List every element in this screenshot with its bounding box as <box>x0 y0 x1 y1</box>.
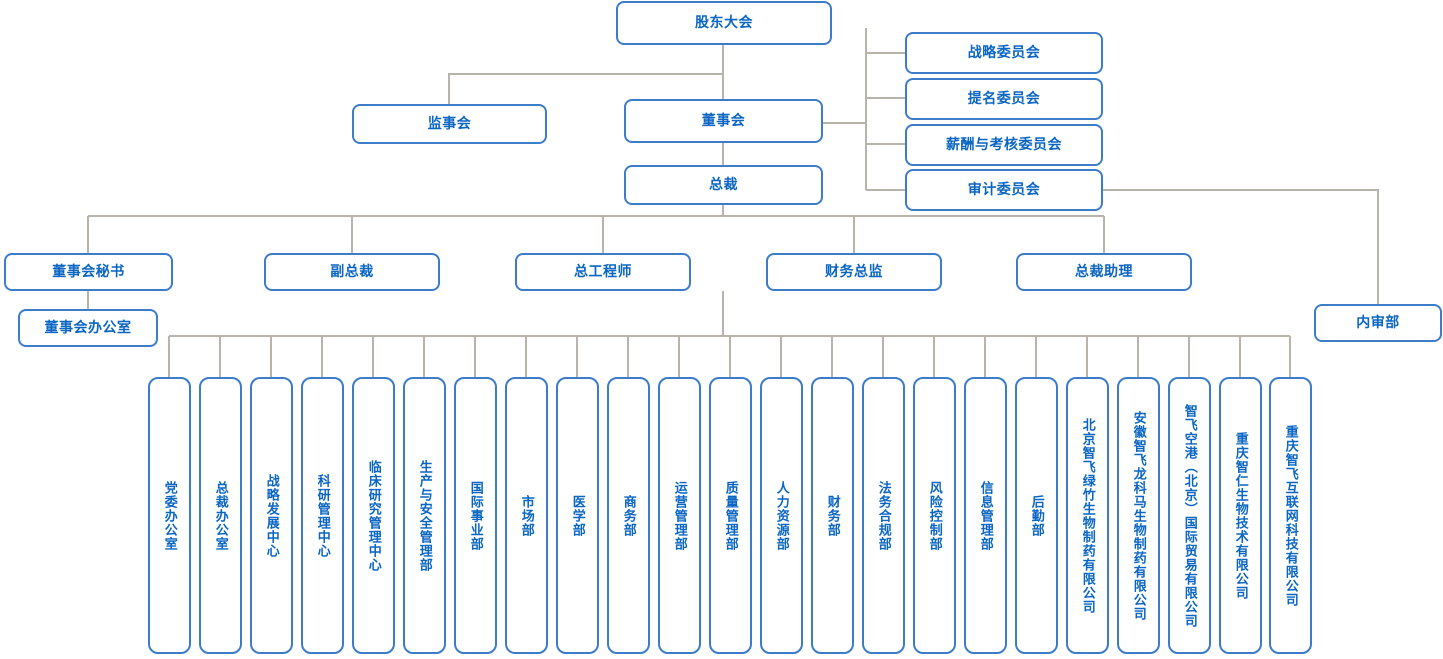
node-vice-president[interactable]: 副总裁 <box>264 253 440 291</box>
node-dept-marketing[interactable]: 市场部 <box>505 377 548 654</box>
node-label: 董事会 <box>701 112 746 129</box>
node-label: 财务总监 <box>825 263 883 280</box>
node-label: 医学部 <box>570 494 586 537</box>
node-subsidiary-beijing-luzhu[interactable]: 北京智飞绿竹生物制药有限公司 <box>1066 377 1109 654</box>
node-dept-clinical-research-management-center[interactable]: 临床研究管理中心 <box>352 377 395 654</box>
node-president-assistant[interactable]: 总裁助理 <box>1016 253 1192 291</box>
node-label: 审计委员会 <box>967 181 1041 198</box>
node-committee-remuneration-appraisal[interactable]: 薪酬与考核委员会 <box>905 124 1103 166</box>
node-label: 人力资源部 <box>774 480 790 551</box>
node-subsidiary-konggang-beijing-trade[interactable]: 智飞空港（北京）国际贸易有限公司 <box>1168 377 1211 654</box>
node-label: 智飞空港（北京）国际贸易有限公司 <box>1182 403 1198 628</box>
node-label: 质量管理部 <box>723 480 739 551</box>
node-dept-business[interactable]: 商务部 <box>607 377 650 654</box>
node-subsidiary-chongqing-zhiren[interactable]: 重庆智仁生物技术有限公司 <box>1219 377 1262 654</box>
node-label: 副总裁 <box>330 263 374 280</box>
node-dept-human-resources[interactable]: 人力资源部 <box>760 377 803 654</box>
node-dept-strategic-development-center[interactable]: 战略发展中心 <box>250 377 293 654</box>
node-label: 安徽智飞龙科马生物制药有限公司 <box>1131 410 1147 621</box>
node-chief-engineer[interactable]: 总工程师 <box>515 253 691 291</box>
node-internal-audit-dept[interactable]: 内审部 <box>1314 304 1442 342</box>
node-dept-information-management[interactable]: 信息管理部 <box>964 377 1007 654</box>
node-dept-risk-control[interactable]: 风险控制部 <box>913 377 956 654</box>
node-label: 科研管理中心 <box>315 473 331 558</box>
node-label: 战略委员会 <box>967 44 1041 61</box>
node-label: 生产与安全管理部 <box>417 459 433 572</box>
node-label: 重庆智仁生物技术有限公司 <box>1233 431 1249 600</box>
node-label: 总裁办公室 <box>213 480 229 551</box>
node-label: 临床研究管理中心 <box>366 459 382 572</box>
node-board-secretary[interactable]: 董事会秘书 <box>4 253 173 291</box>
node-label: 商务部 <box>621 494 637 537</box>
node-dept-research-management-center[interactable]: 科研管理中心 <box>301 377 344 654</box>
node-board-of-directors[interactable]: 董事会 <box>624 99 823 143</box>
node-dept-production-safety-management[interactable]: 生产与安全管理部 <box>403 377 446 654</box>
node-label: 运营管理部 <box>672 480 688 551</box>
node-dept-finance[interactable]: 财务部 <box>811 377 854 654</box>
node-label: 战略发展中心 <box>264 473 280 558</box>
node-committee-strategy[interactable]: 战略委员会 <box>905 32 1103 74</box>
node-label: 内审部 <box>1356 314 1400 331</box>
node-committee-audit[interactable]: 审计委员会 <box>905 169 1103 211</box>
node-label: 国际事业部 <box>468 480 484 551</box>
node-board-of-supervisors[interactable]: 监事会 <box>352 104 547 144</box>
node-cfo[interactable]: 财务总监 <box>766 253 942 291</box>
node-label: 薪酬与考核委员会 <box>946 136 1062 153</box>
node-label: 董事会办公室 <box>44 319 132 336</box>
node-label: 信息管理部 <box>978 480 994 551</box>
node-label: 提名委员会 <box>967 90 1041 107</box>
node-label: 后勤部 <box>1029 494 1045 537</box>
node-label: 总工程师 <box>574 263 632 280</box>
node-label: 总裁 <box>709 176 738 193</box>
node-board-office[interactable]: 董事会办公室 <box>18 309 158 347</box>
node-dept-logistics[interactable]: 后勤部 <box>1015 377 1058 654</box>
node-dept-international-business[interactable]: 国际事业部 <box>454 377 497 654</box>
node-subsidiary-chongqing-internet-tech[interactable]: 重庆智飞互联网科技有限公司 <box>1269 377 1312 654</box>
node-label: 重庆智飞互联网科技有限公司 <box>1283 424 1299 607</box>
node-dept-legal-compliance[interactable]: 法务合规部 <box>862 377 905 654</box>
node-label: 财务部 <box>825 494 841 537</box>
node-shareholders-meeting[interactable]: 股东大会 <box>616 1 832 45</box>
node-label: 风险控制部 <box>927 480 943 551</box>
node-label: 股东大会 <box>695 14 753 31</box>
node-label: 董事会秘书 <box>52 263 125 280</box>
node-label: 市场部 <box>519 494 535 537</box>
node-dept-president-office[interactable]: 总裁办公室 <box>199 377 242 654</box>
node-dept-party-committee-office[interactable]: 党委办公室 <box>148 377 191 654</box>
node-label: 北京智飞绿竹生物制药有限公司 <box>1080 417 1096 614</box>
node-subsidiary-anhui-longcoma[interactable]: 安徽智飞龙科马生物制药有限公司 <box>1117 377 1160 654</box>
node-label: 监事会 <box>427 115 472 132</box>
node-dept-medical[interactable]: 医学部 <box>556 377 599 654</box>
node-label: 党委办公室 <box>162 480 178 551</box>
node-label: 总裁助理 <box>1075 263 1133 280</box>
node-committee-nomination[interactable]: 提名委员会 <box>905 78 1103 120</box>
node-dept-operations-management[interactable]: 运营管理部 <box>658 377 701 654</box>
node-president[interactable]: 总裁 <box>624 165 823 205</box>
node-label: 法务合规部 <box>876 480 892 551</box>
node-dept-quality-management[interactable]: 质量管理部 <box>709 377 752 654</box>
